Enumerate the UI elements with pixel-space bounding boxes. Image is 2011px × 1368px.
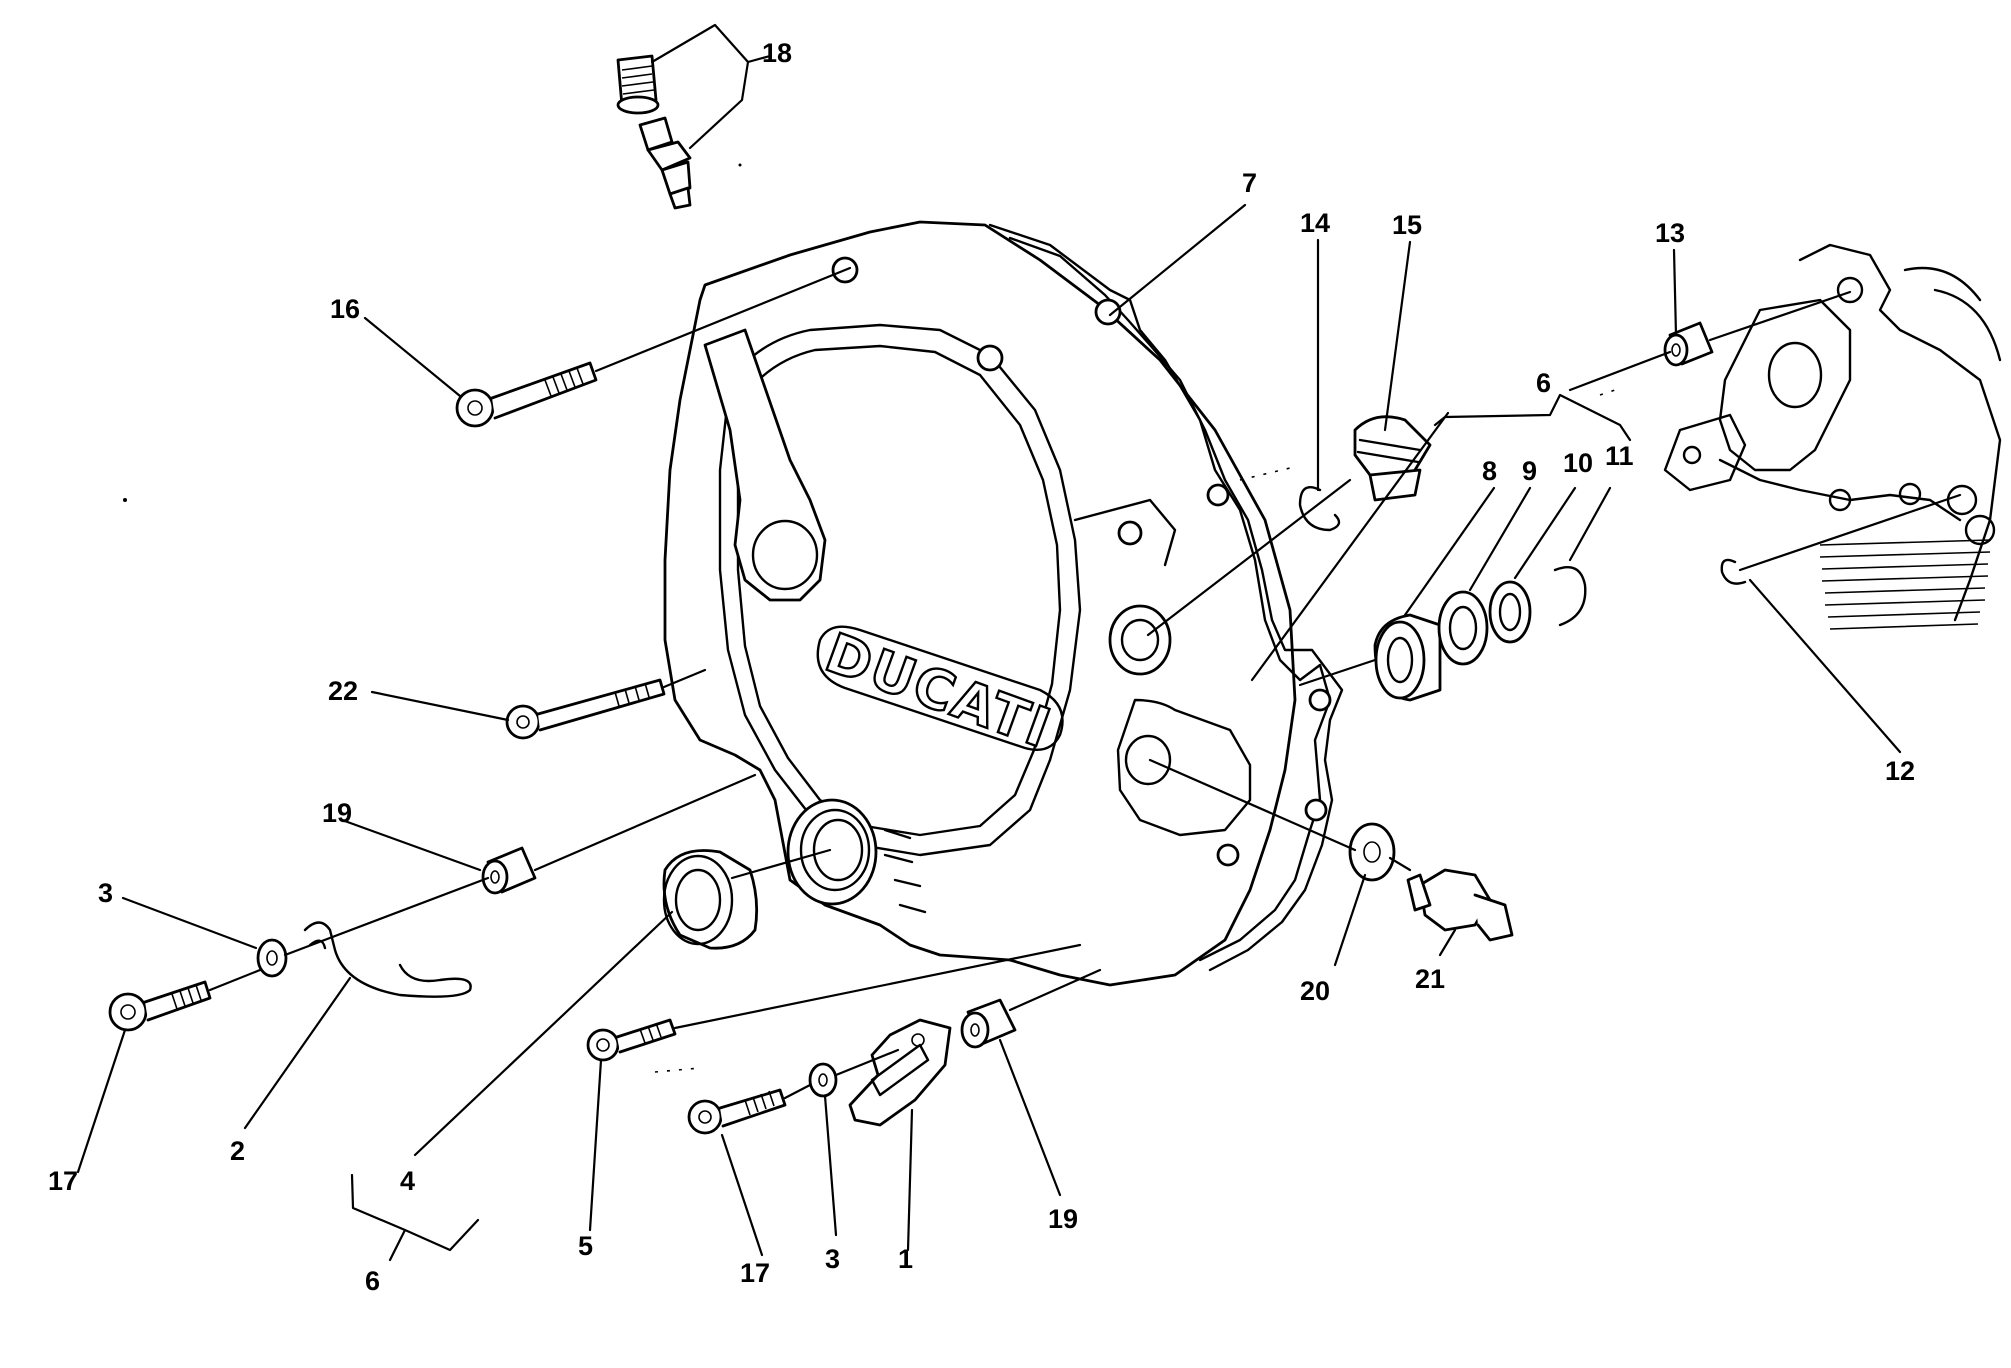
label-19-left: 19 (322, 798, 352, 828)
label-18: 18 (762, 38, 792, 68)
circlip-12 (1720, 558, 1747, 585)
label-7: 7 (1242, 168, 1257, 198)
spacer-19-bottom (960, 998, 1017, 1049)
label-13: 13 (1655, 218, 1685, 248)
label-16: 16 (330, 294, 360, 324)
ring-9 (1437, 590, 1489, 666)
label-5: 5 (578, 1231, 593, 1261)
switch-21 (1406, 868, 1514, 942)
part-number-labels: 18 16 7 14 15 13 6 8 9 10 11 12 22 19 3 … (48, 38, 1915, 1296)
label-10: 10 (1563, 448, 1593, 478)
dotted-guides (654, 389, 1616, 1073)
washer-3-bottom (808, 1062, 838, 1098)
dot-mark (123, 498, 127, 502)
clutch-cover: DUCATI (663, 220, 1344, 987)
bolt-16 (455, 361, 598, 428)
circlip-11 (1553, 565, 1587, 627)
breather-cap (616, 54, 660, 115)
cover-seal-seat (786, 798, 878, 906)
bolt-17-bottom (687, 1088, 787, 1135)
label-8: 8 (1482, 456, 1497, 486)
label-15: 15 (1392, 210, 1422, 240)
label-17-left: 17 (48, 1166, 78, 1196)
label-6-right: 6 (1536, 368, 1551, 398)
label-22: 22 (328, 676, 358, 706)
label-2: 2 (230, 1136, 245, 1166)
label-4: 4 (400, 1166, 415, 1196)
bracket-1 (848, 1018, 952, 1127)
washer-20 (1348, 822, 1396, 882)
label-11: 11 (1605, 441, 1634, 471)
washer-3-left (256, 938, 288, 978)
crankcase-fragment (1663, 243, 2002, 630)
ring-10 (1488, 580, 1532, 644)
spacer-19-left (481, 846, 537, 895)
dowel-13 (1663, 321, 1714, 367)
label-17-bottom: 17 (740, 1258, 770, 1288)
oil-seal-4 (662, 849, 759, 950)
label-9: 9 (1522, 456, 1537, 486)
label-21: 21 (1415, 964, 1445, 994)
label-14: 14 (1300, 208, 1330, 238)
bolt-22 (505, 678, 666, 740)
label-20: 20 (1300, 976, 1330, 1006)
wire-clip-2 (303, 921, 472, 998)
circlip-14 (1298, 485, 1341, 532)
label-3-bottom: 3 (825, 1244, 840, 1274)
label-1: 1 (898, 1244, 913, 1274)
label-12: 12 (1885, 756, 1915, 786)
label-3-left: 3 (98, 878, 113, 908)
dot-mark-2 (738, 163, 742, 167)
label-6-left: 6 (365, 1266, 380, 1296)
leader-lines (76, 23, 1962, 1262)
label-19-bottom: 19 (1048, 1204, 1078, 1234)
bushing-8 (1373, 613, 1442, 702)
bolt-5 (586, 1018, 677, 1062)
bolt-17-left (108, 980, 212, 1032)
breather-fitting (638, 116, 692, 210)
